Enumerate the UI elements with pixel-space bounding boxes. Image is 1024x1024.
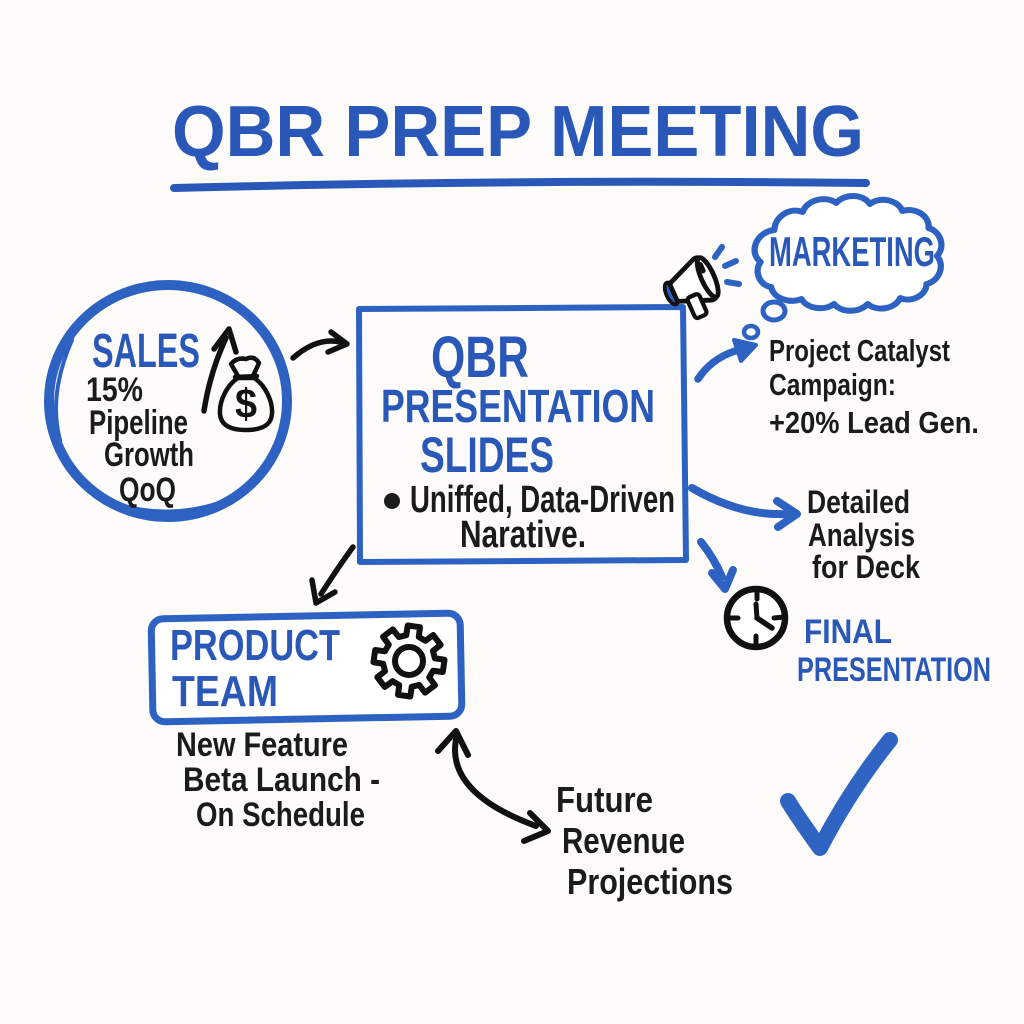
svg-text:Future: Future — [556, 779, 653, 820]
svg-text:Narative.: Narative. — [460, 514, 586, 556]
svg-text:QoQ: QoQ — [119, 471, 176, 509]
svg-text:On Schedule: On Schedule — [196, 796, 365, 834]
svg-text:Campaign:: Campaign: — [769, 367, 896, 402]
svg-text:Pipeline: Pipeline — [89, 404, 188, 442]
svg-text:QBR PREP MEETING: QBR PREP MEETING — [172, 92, 864, 172]
svg-text:Beta Launch -: Beta Launch - — [183, 761, 380, 799]
svg-text:+20% Lead Gen.: +20% Lead Gen. — [769, 405, 979, 440]
svg-text:Projections: Projections — [567, 861, 733, 902]
svg-text:Detailed: Detailed — [807, 484, 910, 520]
svg-text:SLIDES: SLIDES — [420, 427, 554, 483]
svg-text:FINAL: FINAL — [804, 613, 892, 651]
svg-text:New Feature: New Feature — [176, 726, 348, 764]
svg-text:$: $ — [235, 380, 257, 427]
svg-text:Growth: Growth — [104, 436, 194, 474]
svg-text:Project Catalyst: Project Catalyst — [769, 333, 950, 368]
svg-text:Uniffed, Data-Driven: Uniffed, Data-Driven — [410, 479, 675, 521]
svg-text:QBR: QBR — [431, 325, 529, 390]
svg-text:15%: 15% — [86, 371, 143, 409]
svg-text:for Deck: for Deck — [812, 549, 920, 585]
svg-text:Analysis: Analysis — [808, 517, 915, 553]
svg-text:TEAM: TEAM — [172, 667, 278, 716]
svg-text:PRODUCT: PRODUCT — [170, 621, 340, 670]
svg-text:SALES: SALES — [92, 325, 200, 378]
svg-text:MARKETING: MARKETING — [769, 228, 935, 275]
svg-text:PRESENTATION: PRESENTATION — [381, 380, 655, 432]
svg-text:Revenue: Revenue — [562, 820, 685, 861]
svg-text:PRESENTATION: PRESENTATION — [797, 651, 991, 689]
